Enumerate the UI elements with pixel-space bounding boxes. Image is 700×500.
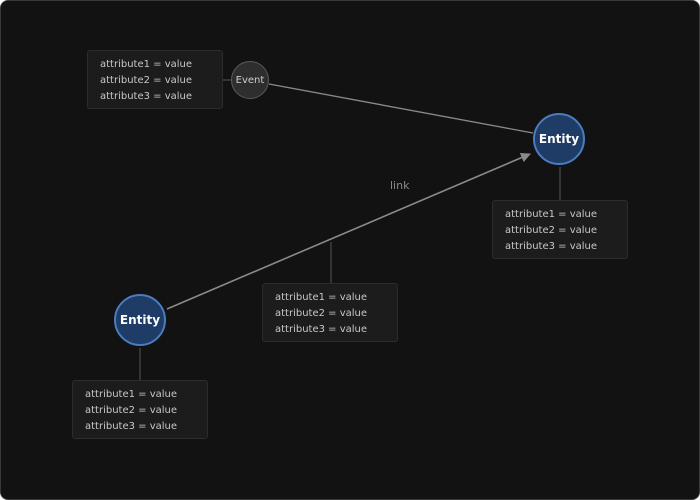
entity-right-label: Entity <box>538 132 580 146</box>
entity-node-left[interactable]: Entity <box>114 294 166 346</box>
entity-right-attribute-box: attribute1 = value attribute2 = value at… <box>492 200 628 259</box>
event-attribute-box: attribute1 = value attribute2 = value at… <box>87 50 223 109</box>
entity-left-label: Entity <box>119 313 161 327</box>
entity-node-right[interactable]: Entity <box>533 113 585 165</box>
entity-left-attribute-3: attribute3 = value <box>85 421 178 432</box>
event-attribute-1: attribute1 = value <box>100 59 193 70</box>
link-attribute-3: attribute3 = value <box>275 324 368 335</box>
event-node-label: Event <box>235 74 265 86</box>
link-attribute-1: attribute1 = value <box>275 292 368 303</box>
event-attribute-3: attribute3 = value <box>100 91 193 102</box>
entity-right-attribute-1: attribute1 = value <box>505 209 598 220</box>
link-edge-label: link <box>390 179 410 192</box>
link-edge <box>166 152 531 310</box>
event-node[interactable]: Event <box>231 61 269 99</box>
entity-left-attribute-box: attribute1 = value attribute2 = value at… <box>72 380 208 439</box>
event-attribute-2: attribute2 = value <box>100 75 193 86</box>
entity-left-attribute-1: attribute1 = value <box>85 389 178 400</box>
entity-right-attribute-3: attribute3 = value <box>505 241 598 252</box>
entity-left-attribute-2: attribute2 = value <box>85 405 178 416</box>
entity-right-attribute-2: attribute2 = value <box>505 225 598 236</box>
event-to-entity-edge <box>268 83 534 134</box>
link-attribute-2: attribute2 = value <box>275 308 368 319</box>
link-attribute-box: attribute1 = value attribute2 = value at… <box>262 283 398 342</box>
